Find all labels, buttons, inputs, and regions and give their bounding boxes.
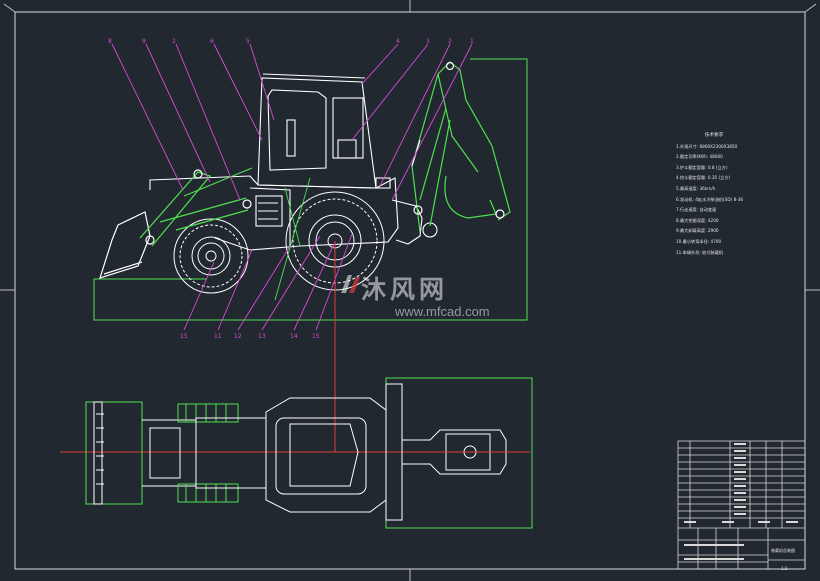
- part-label: 13: [258, 333, 266, 340]
- backhoe-arm: [411, 61, 511, 233]
- note-item: 3.铲斗额定容量: 0.8 (立方): [676, 164, 728, 170]
- loader-arm: [99, 167, 253, 279]
- note-item: 7.行走速度: 自动变速: [676, 207, 717, 213]
- watermark-cn: 沐风网: [361, 275, 449, 304]
- side-view-backhoe-loader: 8 9 2 6 5 4 3 2 1 15 11 12 13 14 15: [93, 38, 528, 340]
- note-item: 8.最大挖掘深度: 4200: [676, 217, 719, 223]
- note-item: 6.发动机: 4缸水冷柴油机(SD) 8-36: [676, 196, 744, 202]
- cab: [257, 73, 377, 189]
- title-block-filler-text: [684, 443, 798, 560]
- part-label: 1: [470, 38, 474, 45]
- technical-notes: 技术要求 1.外观尺寸: 6860X2300X3850 2.额定功率(KW): …: [676, 131, 746, 258]
- part-label: 14: [290, 333, 298, 340]
- top-view-backhoe-loader: [85, 377, 533, 529]
- part-label: 15: [180, 333, 188, 340]
- part-label: 5: [246, 38, 250, 45]
- part-label: 3: [426, 38, 430, 45]
- watermark-logo-icon: [341, 275, 360, 293]
- note-item: 11.车辆外形: 轮式装载机: [676, 249, 724, 255]
- watermark: 沐风网 www.mfcad.com: [341, 270, 490, 319]
- front-wheel: [173, 218, 249, 294]
- part-label: 4: [396, 38, 400, 45]
- note-item: 4.挖斗额定容量: 0.35 (立方): [676, 175, 731, 181]
- drawing-title: 装载机总装图: [771, 548, 795, 553]
- leader-lines-bottom: [183, 233, 353, 331]
- part-label: 12: [234, 333, 242, 340]
- part-label: 2: [172, 38, 176, 45]
- note-item: 1.外观尺寸: 6860X2300X3850: [676, 143, 738, 149]
- note-item: 2.额定功率(KW): 48000: [676, 154, 723, 160]
- part-label: 9: [142, 38, 146, 45]
- note-item: 9.最大卸载高度: 2900: [676, 228, 719, 234]
- part-label: 15: [312, 333, 320, 340]
- watermark-en: www.mfcad.com: [395, 304, 490, 319]
- part-label: 8: [108, 38, 112, 45]
- note-item: 10.最小转弯半径: 4700: [676, 238, 722, 244]
- part-label: 2: [448, 38, 452, 45]
- side-envelope: [93, 58, 528, 321]
- title-block: [677, 440, 806, 570]
- drawing-scale: 1:2: [781, 566, 788, 571]
- body-frame: [149, 175, 438, 251]
- note-item: 5.最高速度: 36km/h: [676, 185, 716, 191]
- part-label: 6: [210, 38, 214, 45]
- leader-lines-top: [111, 43, 473, 201]
- part-label: 11: [214, 333, 222, 340]
- top-envelope: [85, 401, 143, 505]
- notes-title: 技术要求: [704, 133, 724, 138]
- ground-lines: [274, 177, 311, 301]
- part-number-labels: 8 9 2 6 5 4 3 2 1 15 11 12 13 14 15: [108, 38, 474, 340]
